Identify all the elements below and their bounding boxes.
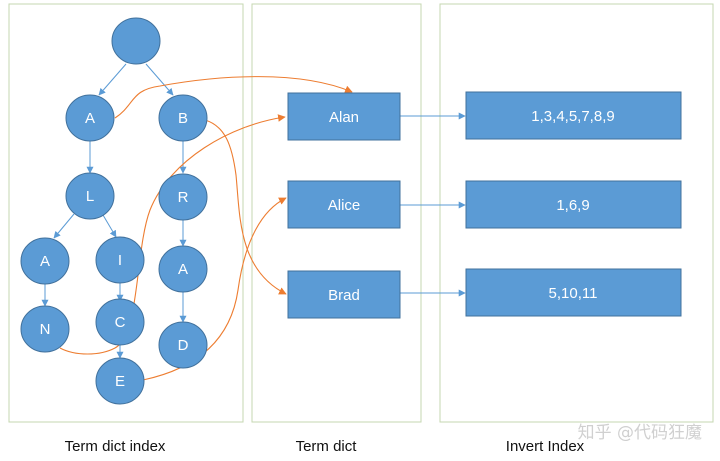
tree-nodes: A B L R A I A N [20,17,208,405]
term-dict-entries: Alan Alice Brad [287,92,401,319]
node-l: L [65,172,115,220]
node-a3: A [20,237,70,285]
watermark: 知乎 @代码狂魔 [578,423,702,443]
node-b: B [158,94,208,142]
node-r: R [158,173,208,221]
term-alice-label: Alice [328,197,361,214]
node-a3-label: A [40,253,50,270]
invert-index-panel [439,3,714,423]
posting-links [400,112,466,297]
node-d: D [158,321,208,369]
caption-term-dict: Term dict [296,438,358,455]
caption-term-dict-index: Term dict index [65,438,166,455]
term-dict-index-panel [8,3,244,423]
node-a2-label: A [178,261,188,278]
node-a2: A [158,245,208,293]
curve-a-alan [114,76,353,119]
node-c-label: C [115,314,126,331]
node-b-label: B [178,110,188,127]
node-root [111,17,161,65]
edge-l-i [102,214,117,238]
curve-n-alan [59,114,286,355]
node-c: C [95,298,145,346]
tree-edges [41,63,187,359]
edge-l-a3 [53,213,75,239]
term-alice: Alice [287,180,401,229]
node-i-label: I [118,252,122,269]
postings-brad-label: 5,10,11 [549,285,598,302]
node-e-label: E [115,373,125,390]
edge-root-b [145,63,174,96]
node-l-label: L [86,188,94,205]
postings-alice: 1,6,9 [465,180,682,229]
node-i: I [95,236,145,284]
term-brad-label: Brad [328,287,360,304]
node-e: E [95,357,145,405]
edge-root-a [98,63,127,96]
postings-alan-label: 1,3,4,5,7,8,9 [531,108,614,125]
node-d-label: D [178,337,189,354]
term-brad: Brad [287,270,401,319]
node-n: N [20,305,70,353]
caption-invert-index: Invert Index [506,438,585,455]
term-alan: Alan [287,92,401,141]
term-alan-label: Alan [329,109,359,126]
node-a-label: A [85,110,95,127]
node-r-label: R [178,189,189,206]
curve-b-brad [204,119,287,295]
postings-alice-label: 1,6,9 [556,197,589,214]
postings-brad: 5,10,11 [465,268,682,317]
posting-lists: 1,3,4,5,7,8,9 1,6,9 5,10,11 [465,91,682,317]
node-n-label: N [40,321,51,338]
node-a: A [65,94,115,142]
term-dict-panel [251,3,422,423]
postings-alan: 1,3,4,5,7,8,9 [465,91,682,140]
